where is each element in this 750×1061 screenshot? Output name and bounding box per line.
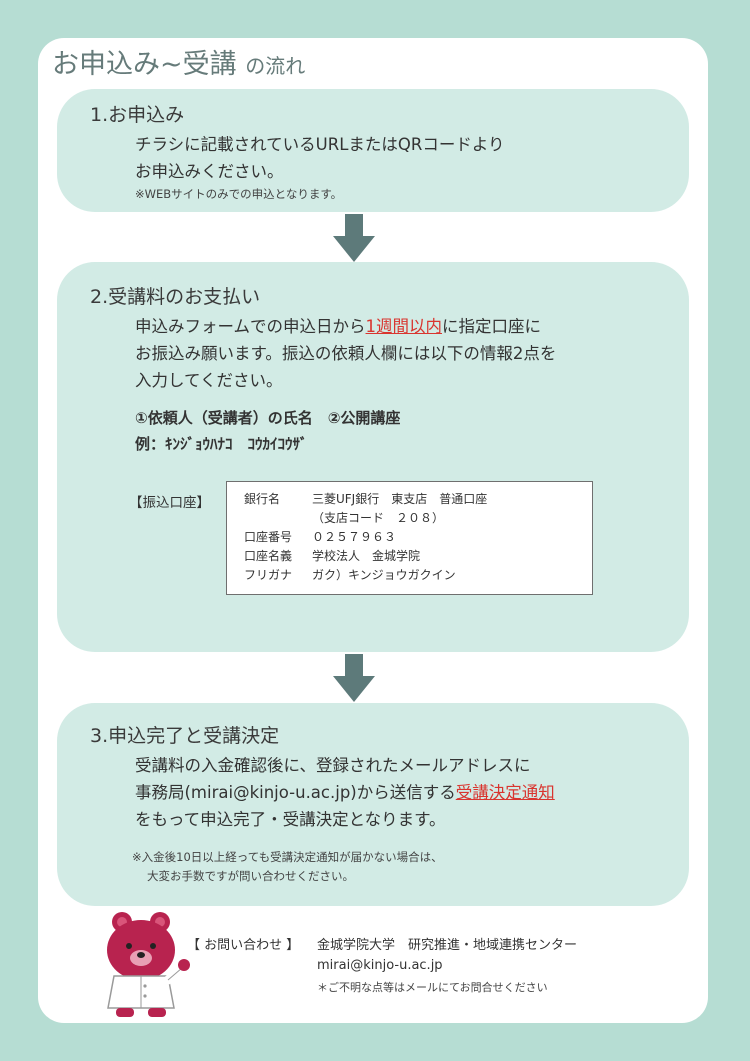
- step2-line2: お振込み願います。振込の依頼人欄には以下の情報2点を: [135, 344, 557, 363]
- bear-mascot-icon: [107, 912, 190, 1017]
- contact-organization: 金城学院大学 研究推進・地域連携センター: [317, 938, 578, 953]
- step2-line1-post: に指定口座に: [442, 317, 542, 336]
- step2-line3: 入力してください。: [135, 371, 283, 390]
- step2-panel: 2.受講料のお支払い 申込みフォームでの申込日から1週間以内に指定口座に お振込…: [57, 262, 689, 652]
- step2-title: 2.受講料のお支払い: [90, 286, 261, 308]
- step2-example: 例：ｷﾝｼﾞｮｳﾊﾅｺ ｺｳｶｲｺｳｻﾞ: [135, 435, 308, 453]
- page-title-main: お申込み~受講: [52, 49, 237, 80]
- step3-title: 3.申込完了と受講決定: [90, 725, 280, 747]
- step2-deadline-highlight: 1週間以内: [365, 317, 443, 336]
- step3-line3: をもって申込完了・受講決定となります。: [135, 810, 446, 829]
- contact-note: ＊ご不明な点等はメールにてお問合せください: [317, 981, 548, 994]
- step1-title: 1.お申込み: [90, 104, 185, 126]
- step2-line1-pre: 申込みフォームでの申込日から: [135, 317, 366, 336]
- step3-note-line2: 大変お手数ですが問い合わせください。: [147, 869, 354, 883]
- step3-note-line1: ※入金後10日以上経っても受講決定通知が届かない場合は、: [132, 850, 443, 864]
- step1-panel: 1.お申込み チラシに記載されているURLまたはQRコードより お申込みください…: [57, 89, 689, 212]
- step3-line2: 事務局(mirai@kinjo-u.ac.jp)から送信する受講決定通知: [135, 779, 555, 806]
- step3-body: 受講料の入金確認後に、登録されたメールアドレスに 事務局(mirai@kinjo…: [135, 752, 555, 833]
- step2-line1: 申込みフォームでの申込日から1週間以内に指定口座に: [135, 313, 556, 340]
- bank-row-name: 銀行名三菱UFJ銀行 東支店 普通口座: [244, 492, 488, 506]
- step1-line1: チラシに記載されているURLまたはQRコードより: [135, 135, 505, 154]
- arrow-down-icon: [333, 214, 375, 262]
- contact-email-link[interactable]: mirai@kinjo-u.ac.jp: [317, 958, 443, 973]
- page-title: お申込み~受講 の流れ: [52, 42, 305, 81]
- step1-note: ※WEBサイトのみでの申込となります。: [135, 187, 343, 201]
- bank-row-furigana: フリガナガク）キンジョウガクイン: [244, 568, 456, 582]
- bank-account-label: 【振込口座】: [129, 495, 210, 511]
- step2-body: 申込みフォームでの申込日から1週間以内に指定口座に お振込み願います。振込の依頼…: [135, 313, 556, 394]
- step1-body: チラシに記載されているURLまたはQRコードより お申込みください。: [135, 131, 505, 185]
- step3-notice-highlight: 受講決定通知: [455, 783, 555, 802]
- step1-line2: お申込みください。: [135, 162, 284, 181]
- step3-panel: 3.申込完了と受講決定 受講料の入金確認後に、登録されたメールアドレスに 事務局…: [57, 703, 689, 906]
- arrow-down-icon: [333, 654, 375, 702]
- step3-line1: 受講料の入金確認後に、登録されたメールアドレスに: [135, 756, 531, 775]
- bank-row-holder: 口座名義学校法人 金城学院: [244, 549, 421, 563]
- page-title-sub: の流れ: [245, 54, 306, 78]
- step3-line2-pre: 事務局(mirai@kinjo-u.ac.jp)から送信する: [135, 783, 456, 802]
- bank-row-branch-code: （支店コード ２０８）: [312, 511, 445, 525]
- contact-label: 【 お問い合わせ 】: [187, 938, 300, 953]
- step2-required-items: ①依頼人（受講者）の氏名 ②公開講座: [135, 409, 401, 427]
